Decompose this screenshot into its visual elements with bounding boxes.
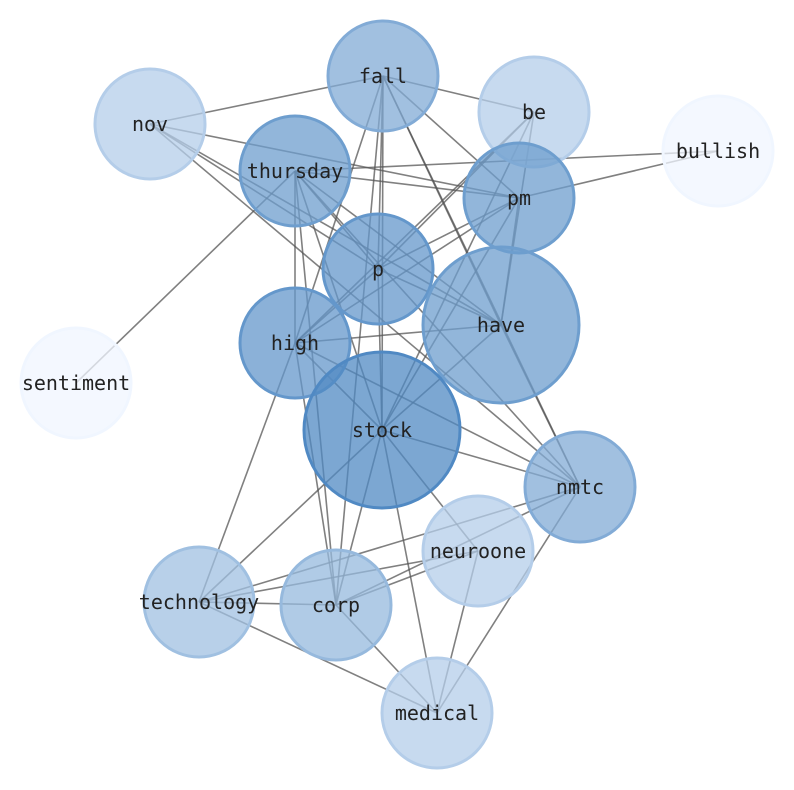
node-circle (238, 286, 352, 400)
node-label: stock (352, 418, 412, 442)
node-technology[interactable]: technology (139, 545, 259, 659)
node-nmtc[interactable]: nmtc (523, 430, 637, 544)
node-label: corp (312, 593, 360, 617)
node-circle (523, 430, 637, 544)
node-be[interactable]: be (477, 55, 591, 169)
node-stock[interactable]: stock (302, 350, 462, 510)
node-circle (19, 326, 133, 440)
node-label: technology (139, 590, 259, 614)
edge-nmtc-technology (198, 486, 581, 603)
node-label: sentiment (22, 371, 130, 395)
node-label: neuroone (430, 539, 526, 563)
node-neuroone[interactable]: neuroone (421, 494, 535, 608)
node-circle (661, 94, 775, 208)
node-bullish[interactable]: bullish (661, 94, 775, 208)
node-label: nmtc (556, 475, 604, 499)
node-label: be (522, 100, 546, 124)
edge-fall-corp (335, 75, 384, 606)
node-label: fall (359, 64, 407, 88)
node-label: nov (132, 112, 168, 136)
node-label: medical (395, 701, 479, 725)
node-circle (279, 548, 393, 662)
node-label: have (477, 313, 525, 337)
node-corp[interactable]: corp (279, 548, 393, 662)
node-circle (93, 67, 207, 181)
node-label: thursday (247, 159, 343, 183)
node-circle (238, 114, 352, 228)
nodes-layer: fall be nov bullish thursday pm p have high senti… (19, 19, 775, 770)
node-circle (142, 545, 256, 659)
node-label: p (372, 257, 384, 281)
node-thursday[interactable]: thursday (238, 114, 352, 228)
node-circle (421, 494, 535, 608)
node-sentiment[interactable]: sentiment (19, 326, 133, 440)
node-circle (321, 212, 435, 326)
node-circle (302, 350, 462, 510)
node-have[interactable]: have (421, 245, 581, 405)
node-pm[interactable]: pm (462, 141, 576, 255)
node-label: pm (507, 186, 531, 210)
node-fall[interactable]: fall (326, 19, 440, 133)
node-circle (421, 245, 581, 405)
node-label: high (271, 331, 319, 355)
node-medical[interactable]: medical (380, 656, 494, 770)
node-label: bullish (676, 139, 760, 163)
node-circle (326, 19, 440, 133)
node-p[interactable]: p (321, 212, 435, 326)
node-high[interactable]: high (238, 286, 352, 400)
node-circle (380, 656, 494, 770)
node-nov[interactable]: nov (93, 67, 207, 181)
